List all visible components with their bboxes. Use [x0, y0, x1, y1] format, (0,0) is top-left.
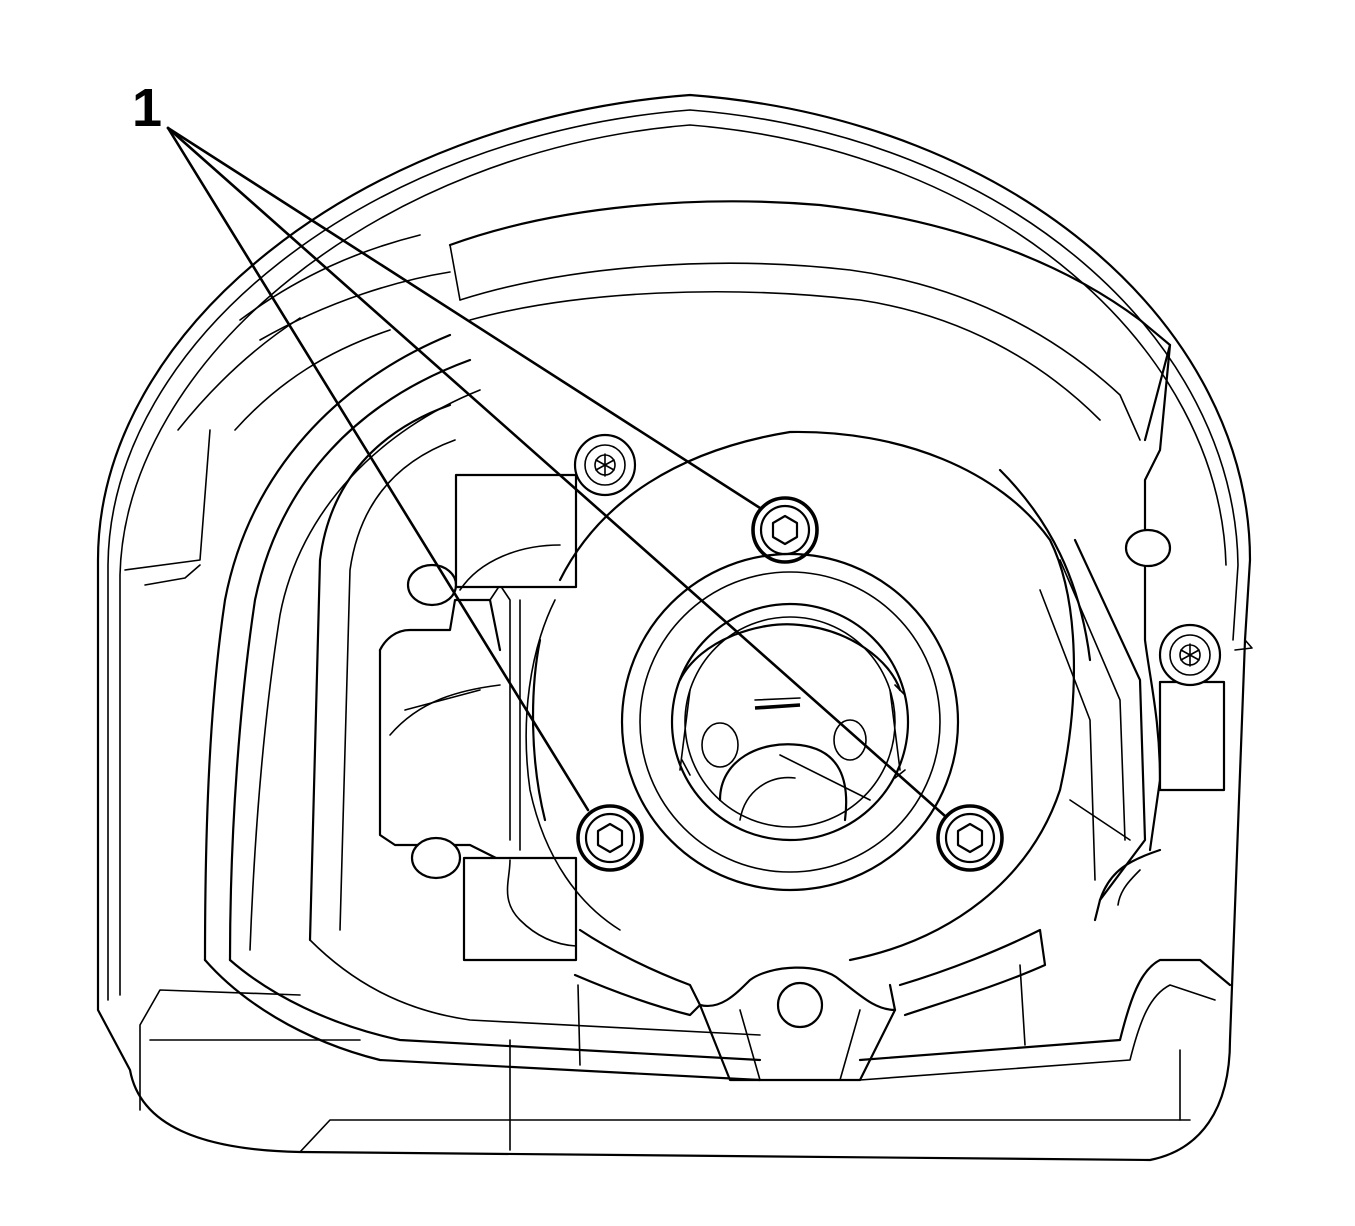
- inner-frame: [203, 333, 1232, 1082]
- connector-right: [1158, 680, 1226, 792]
- connector-upper-left: [454, 473, 578, 591]
- connector-lower-left: [462, 856, 578, 962]
- right-bracket: [1039, 343, 1172, 902]
- fastener-top: [751, 496, 819, 564]
- leader-line-top-fastener: [166, 126, 762, 510]
- leader-line-right-fastener: [166, 126, 947, 818]
- mounting-hole-left-lower: [410, 836, 462, 880]
- lower-tabs: [509, 928, 1181, 1151]
- callout-leaders: [166, 126, 947, 818]
- callout-label: 1: [132, 78, 163, 138]
- left-bracket: [378, 563, 521, 880]
- housing-outline: [96, 93, 1253, 1162]
- fastener-left: [576, 804, 644, 872]
- mounting-hole-right: [1124, 528, 1172, 568]
- fastener-right: [936, 804, 1004, 872]
- leader-line-left-fastener: [166, 126, 590, 812]
- torx-screw-right: [1158, 623, 1222, 687]
- torx-screw-top-left: [573, 433, 637, 497]
- center-hub: [525, 430, 1092, 962]
